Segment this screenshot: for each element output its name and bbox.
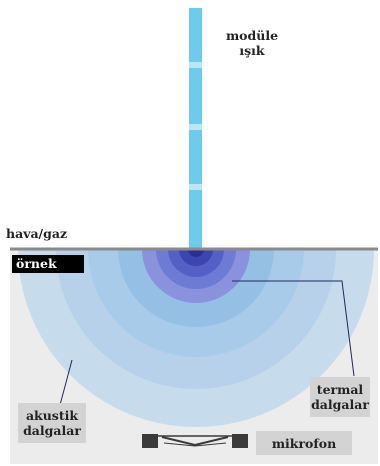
light-gap	[189, 184, 202, 190]
modulated-light-label: modüle ışık	[222, 28, 282, 58]
light-pulse	[189, 190, 202, 249]
microphone-label: mikrofon	[256, 431, 352, 455]
light-gap	[189, 124, 202, 130]
light-pulse	[189, 68, 202, 124]
thermal-wave-ring-4	[179, 249, 213, 266]
modulated-light-label-line: modüle	[225, 28, 279, 43]
thermal-waves-label: termal dalgalar	[310, 377, 370, 417]
thermal-wave-core	[188, 249, 204, 257]
modulated-light-label-line: ışık	[239, 43, 265, 58]
modulated-light-beam	[189, 8, 202, 249]
acoustic-waves-label: akustik dalgalar	[18, 403, 86, 443]
thermal-waves-label-line: termal	[316, 382, 364, 397]
microphone-icon	[142, 434, 248, 448]
air-gas-label: hava/gaz	[6, 226, 68, 241]
light-pulse	[189, 130, 202, 184]
wave-rings	[18, 249, 374, 427]
thermal-leader-line	[232, 280, 355, 377]
acoustic-waves-label-line: akustik	[25, 408, 79, 423]
sample-label: örnek	[12, 255, 84, 273]
thermal-waves-label-line: dalgalar	[311, 397, 369, 412]
light-gap	[189, 62, 202, 68]
light-pulse	[189, 8, 202, 62]
acoustic-waves-label-line: dalgalar	[23, 423, 81, 438]
